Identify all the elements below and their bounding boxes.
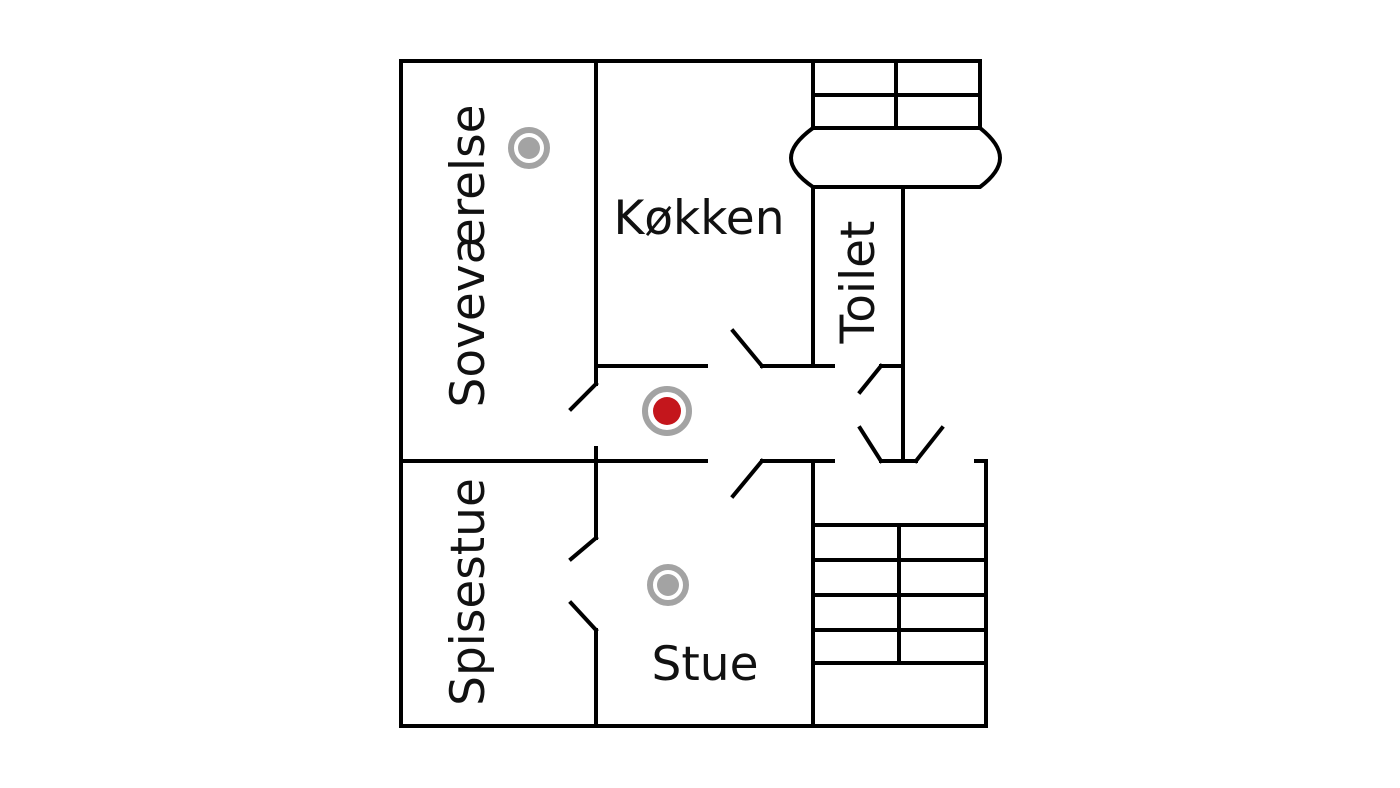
- room-label-dining-room: Spisestue: [441, 478, 496, 706]
- marker-dot: [657, 574, 679, 596]
- location-markers: [508, 127, 692, 606]
- kitchen-door: [730, 328, 765, 369]
- marker-dot: [653, 397, 681, 425]
- toilet-door: [857, 363, 884, 395]
- lower-staircase: [811, 523, 988, 665]
- room-label-bedroom: Soveværelse: [441, 105, 496, 408]
- bedroom-marker[interactable]: [508, 127, 550, 169]
- living-room-marker[interactable]: [647, 564, 689, 606]
- stair-landing: [788, 126, 1003, 189]
- room-labels: Soveværelse Køkken Toilet Spisestue Stue: [441, 105, 886, 706]
- dining-room-door-upper: [568, 535, 599, 562]
- living-room-door: [730, 458, 765, 499]
- room-label-living-room: Stue: [652, 637, 759, 692]
- room-label-kitchen: Køkken: [613, 191, 784, 246]
- room-label-toilet: Toilet: [831, 221, 886, 345]
- doors: [568, 328, 945, 633]
- hall-marker-active[interactable]: [642, 386, 692, 436]
- stair-door-right: [913, 425, 945, 464]
- upper-staircase: [788, 59, 1003, 189]
- marker-dot: [518, 137, 540, 159]
- stair-door-left: [857, 425, 884, 464]
- upper-stairs-outline: [811, 59, 982, 130]
- outer-wall: [399, 59, 988, 728]
- bedroom-door: [568, 381, 599, 412]
- dining-room-door-lower: [568, 600, 599, 633]
